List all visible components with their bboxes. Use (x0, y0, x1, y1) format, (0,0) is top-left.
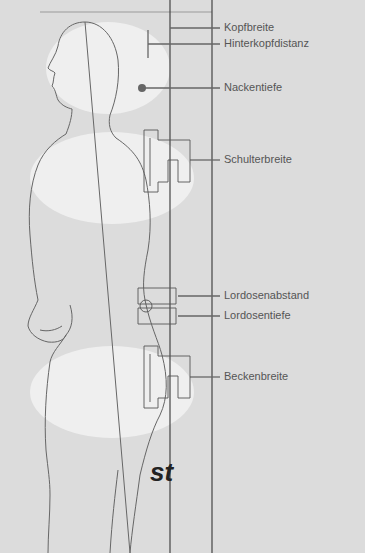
body-outline (28, 22, 166, 553)
leader-line (190, 376, 220, 377)
leader-line (170, 27, 220, 28)
dimension-label: Lordosenabstand (224, 289, 309, 302)
leader-line (178, 315, 220, 316)
neck-dot (138, 84, 146, 92)
dimension-label: Hinterkopfdistanz (224, 37, 309, 50)
lordosis-pad (138, 288, 176, 324)
leader-line (178, 295, 220, 296)
arm-leg-lines (40, 305, 118, 553)
title-fragment: st (150, 457, 173, 487)
dimension-label: Lordosentiefe (224, 309, 291, 322)
frame-line (211, 0, 212, 553)
head-zone (46, 22, 170, 114)
dimension-label: Schulterbreite (224, 153, 292, 166)
dimension-label: Kopfbreite (224, 21, 274, 34)
shoulder-pad (144, 130, 190, 192)
lordosis-knob (140, 300, 152, 312)
leader-line (142, 87, 220, 88)
dimension-label: Nackentiefe (224, 81, 282, 94)
dimension-label: Beckenbreite (224, 370, 288, 383)
pelvis-pad (144, 346, 190, 408)
top-line (40, 12, 212, 13)
leader-line (190, 159, 220, 160)
leader-line (148, 43, 220, 44)
